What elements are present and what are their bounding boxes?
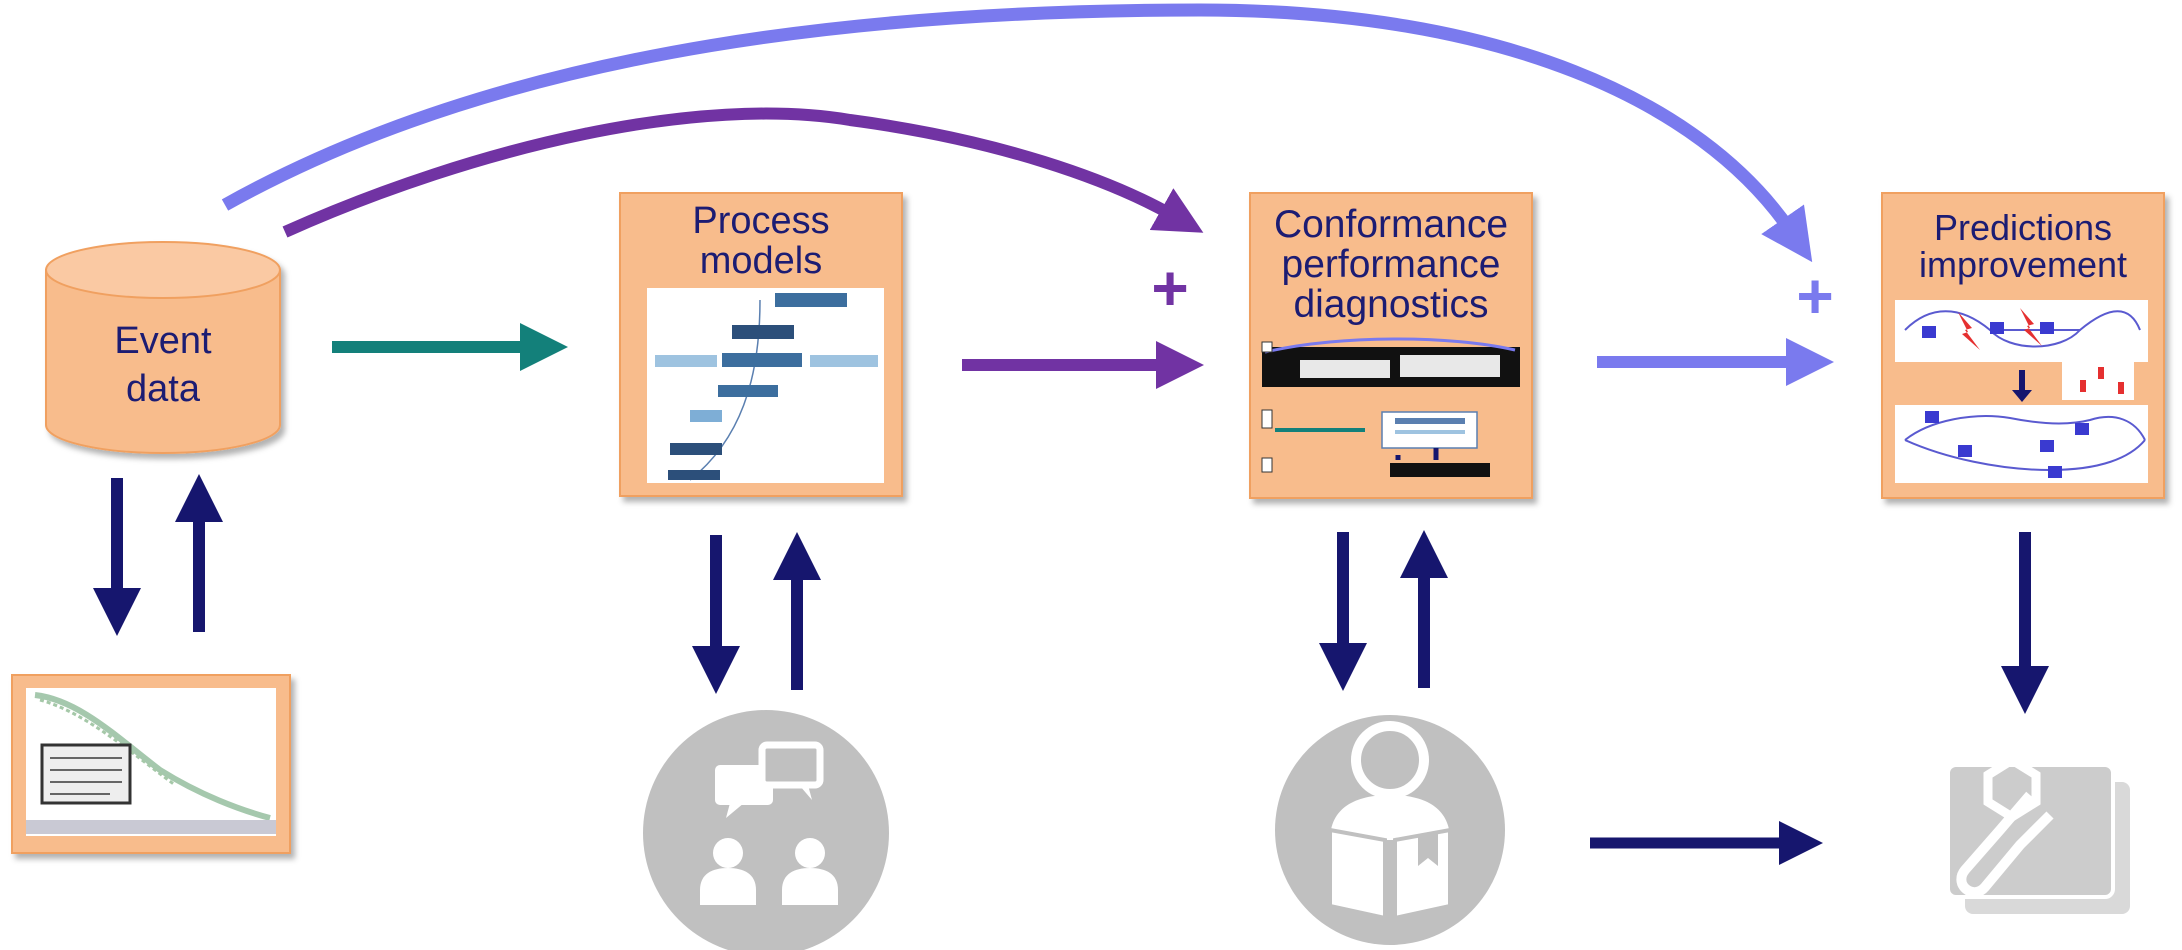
plus-sign-conformance: +: [1151, 252, 1188, 324]
predictions-label-line1: Predictions: [1933, 207, 2113, 248]
predictions-label: Predictions improvement: [1882, 210, 2164, 283]
conformance-label-line1: Conformance: [1273, 203, 1509, 246]
process-models-box: [619, 192, 903, 497]
conformance-label: Conformance performance diagnostics: [1250, 205, 1532, 324]
arrow-event-data-to-conformance: [282, 107, 1204, 238]
process-models-label-line2: models: [699, 240, 823, 282]
event-log-thumbnail: [11, 674, 291, 854]
conformance-box: [1249, 192, 1533, 499]
process-models-label: Process models: [622, 202, 900, 280]
arrow-event-data-to-predictions: [221, 3, 1813, 263]
conformance-label-line3: diagnostics: [1293, 283, 1489, 326]
conformance-label-line2: performance: [1281, 243, 1501, 286]
predictions-box: [1881, 192, 2165, 499]
process-models-label-line1: Process: [692, 200, 830, 242]
plus-sign-predictions: +: [1796, 260, 1833, 332]
person-reading-book-icon: [1275, 715, 1505, 945]
event-data-label: Event data: [60, 322, 266, 408]
event-data-label-line2: data: [126, 368, 200, 410]
event-data-cylinder: [45, 241, 281, 454]
conformance-thumbnail: [1261, 337, 1520, 477]
event-data-label-line1: Event: [114, 320, 212, 362]
people-discussion-icon: [643, 710, 889, 950]
predictions-label-line2: improvement: [1918, 244, 2128, 285]
wrench-hexagon-tools-icon: [1946, 754, 2130, 914]
